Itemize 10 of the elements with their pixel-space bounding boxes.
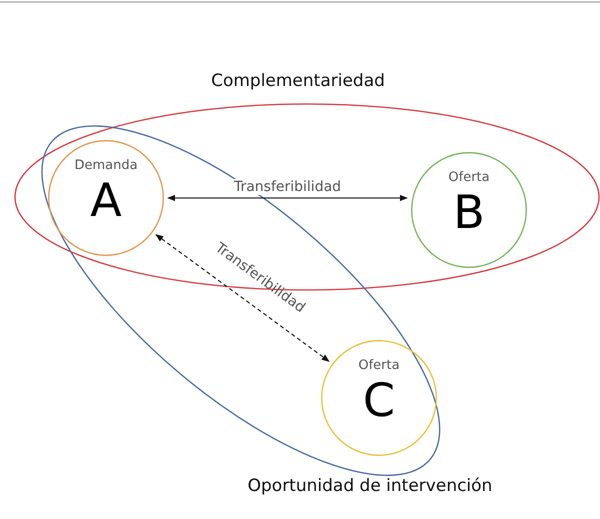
ellipse-heading: Complementariedad <box>211 71 385 91</box>
circle-label: Oferta <box>357 358 401 373</box>
arrow <box>167 194 408 202</box>
circle-letter: C <box>362 376 396 423</box>
circle-letter: A <box>89 177 123 223</box>
dashed-arrow <box>155 234 330 362</box>
circle-label: Oferta <box>447 170 491 185</box>
circle-label: Demanda <box>73 158 139 173</box>
circle-letter: B <box>452 189 486 235</box>
ellipse-heading: Oportunidad de intervención <box>248 476 492 496</box>
